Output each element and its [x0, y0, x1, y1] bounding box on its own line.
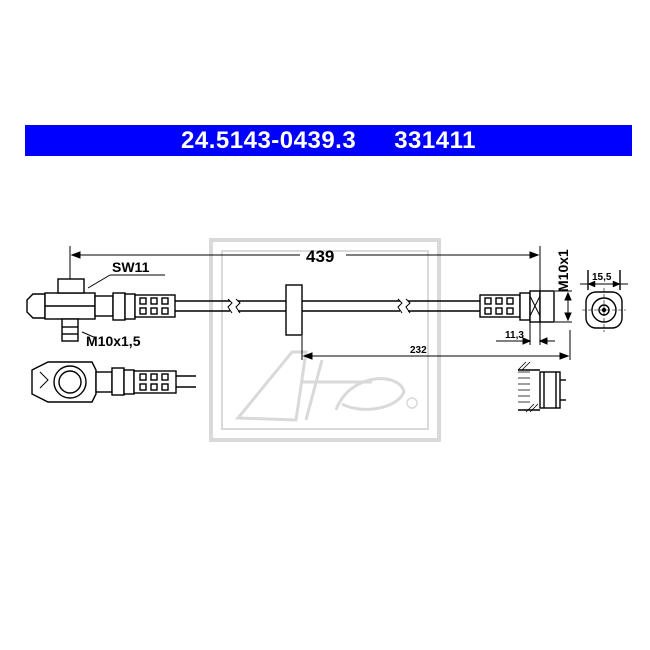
partial-length-label: 232 — [410, 345, 427, 356]
left-fitting-top-view — [31, 361, 196, 403]
sw11-leader — [87, 274, 165, 289]
end-diameter-label: 15,5 — [592, 272, 612, 283]
left-thread-label: M10x1,5 — [86, 333, 141, 349]
ate-watermark — [209, 238, 441, 442]
ref-number: 331411 — [394, 126, 476, 154]
end-view — [580, 270, 628, 332]
total-length-label: 439 — [306, 247, 334, 266]
wrench-size-label: SW11 — [112, 259, 150, 275]
right-thread-label: M10x1 — [555, 249, 571, 292]
hose-body — [175, 298, 480, 314]
right-crimp-sleeve — [479, 290, 555, 323]
part-number: 24.5143-0439.3 — [181, 126, 357, 154]
middle-bracket — [285, 284, 303, 336]
title-banner: 24.5143-0439.3 331411 — [25, 125, 632, 156]
section-detail — [517, 361, 566, 413]
end-offset-dimension — [496, 322, 555, 345]
right-thread-dimension — [555, 290, 572, 323]
left-crimp-sleeve — [94, 292, 176, 321]
partial-length-dimension — [301, 330, 571, 360]
end-offset-label: 11,3 — [505, 330, 524, 341]
left-fitting — [26, 278, 96, 342]
